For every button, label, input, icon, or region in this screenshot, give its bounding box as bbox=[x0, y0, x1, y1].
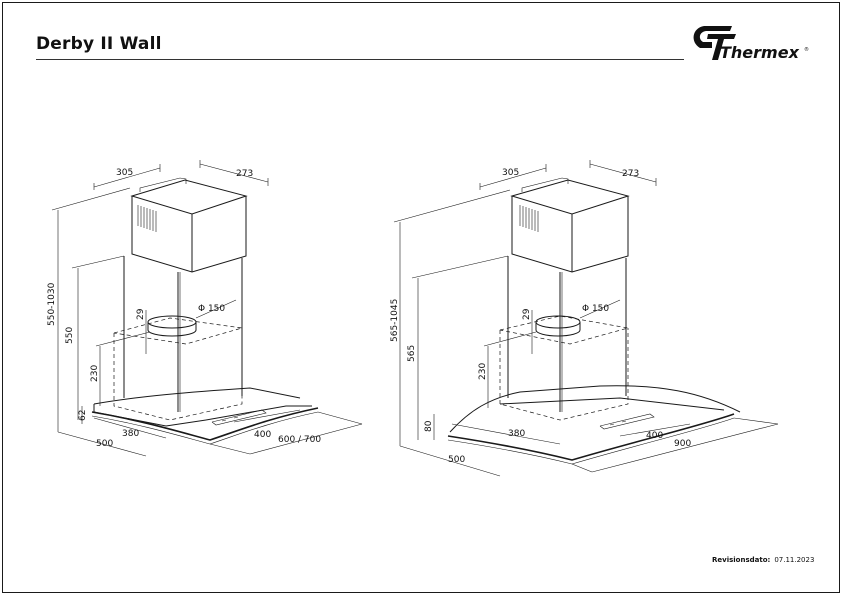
left-hood-drawing: 305 273 550-1030 550 29 Φ 150 230 62 380… bbox=[47, 160, 363, 457]
title-divider bbox=[36, 59, 684, 60]
right-dim-width-top: 305 bbox=[502, 168, 519, 178]
left-dim-hood-width: 600 / 700 bbox=[278, 435, 321, 445]
page-title: Derby II Wall bbox=[36, 34, 162, 54]
revision-label: Revisionsdato: bbox=[712, 556, 771, 564]
right-dim-duct-offset: 29 bbox=[522, 308, 532, 320]
left-dim-height-chimney: 550 bbox=[65, 327, 75, 344]
left-dim-height-lower: 230 bbox=[90, 365, 100, 382]
right-dim-height-chimney: 565 bbox=[407, 345, 417, 362]
left-dim-base-width: 400 bbox=[254, 430, 271, 440]
left-dim-base-depth: 380 bbox=[122, 429, 139, 439]
vent-grille-icon bbox=[519, 205, 539, 232]
vent-grille-icon bbox=[137, 205, 157, 232]
left-dim-duct-diameter: Φ 150 bbox=[198, 304, 225, 314]
right-dim-hood-depth: 500 bbox=[448, 455, 465, 465]
right-dim-base-depth: 380 bbox=[508, 429, 525, 439]
svg-text:®: ® bbox=[804, 46, 809, 53]
right-dim-depth-top: 273 bbox=[622, 169, 639, 179]
left-dim-width-top: 305 bbox=[116, 168, 133, 178]
thermex-logo: Thermex ® bbox=[693, 26, 809, 62]
right-dim-duct-diameter: Φ 150 bbox=[582, 304, 609, 314]
right-dim-hood-width: 900 bbox=[674, 439, 691, 449]
revision-note: Revisionsdato:07.11.2023 bbox=[712, 556, 814, 564]
right-dim-base-width: 400 bbox=[646, 431, 663, 441]
right-dim-height-glass: 80 bbox=[424, 420, 434, 432]
right-dim-height-lower: 230 bbox=[478, 363, 488, 380]
logo-wordmark: Thermex bbox=[720, 43, 800, 62]
left-dim-duct-offset: 29 bbox=[136, 308, 146, 320]
left-dim-height-glass: 62 bbox=[78, 410, 88, 421]
revision-date: 07.11.2023 bbox=[774, 556, 815, 564]
right-dim-height-total: 565-1045 bbox=[390, 299, 400, 342]
left-dim-height-total: 550-1030 bbox=[47, 282, 57, 326]
right-hood-drawing: 305 273 565-1045 565 29 Φ 150 230 80 380… bbox=[390, 160, 779, 477]
left-dim-depth-top: 273 bbox=[236, 169, 253, 179]
left-dim-hood-depth: 500 bbox=[96, 439, 113, 449]
